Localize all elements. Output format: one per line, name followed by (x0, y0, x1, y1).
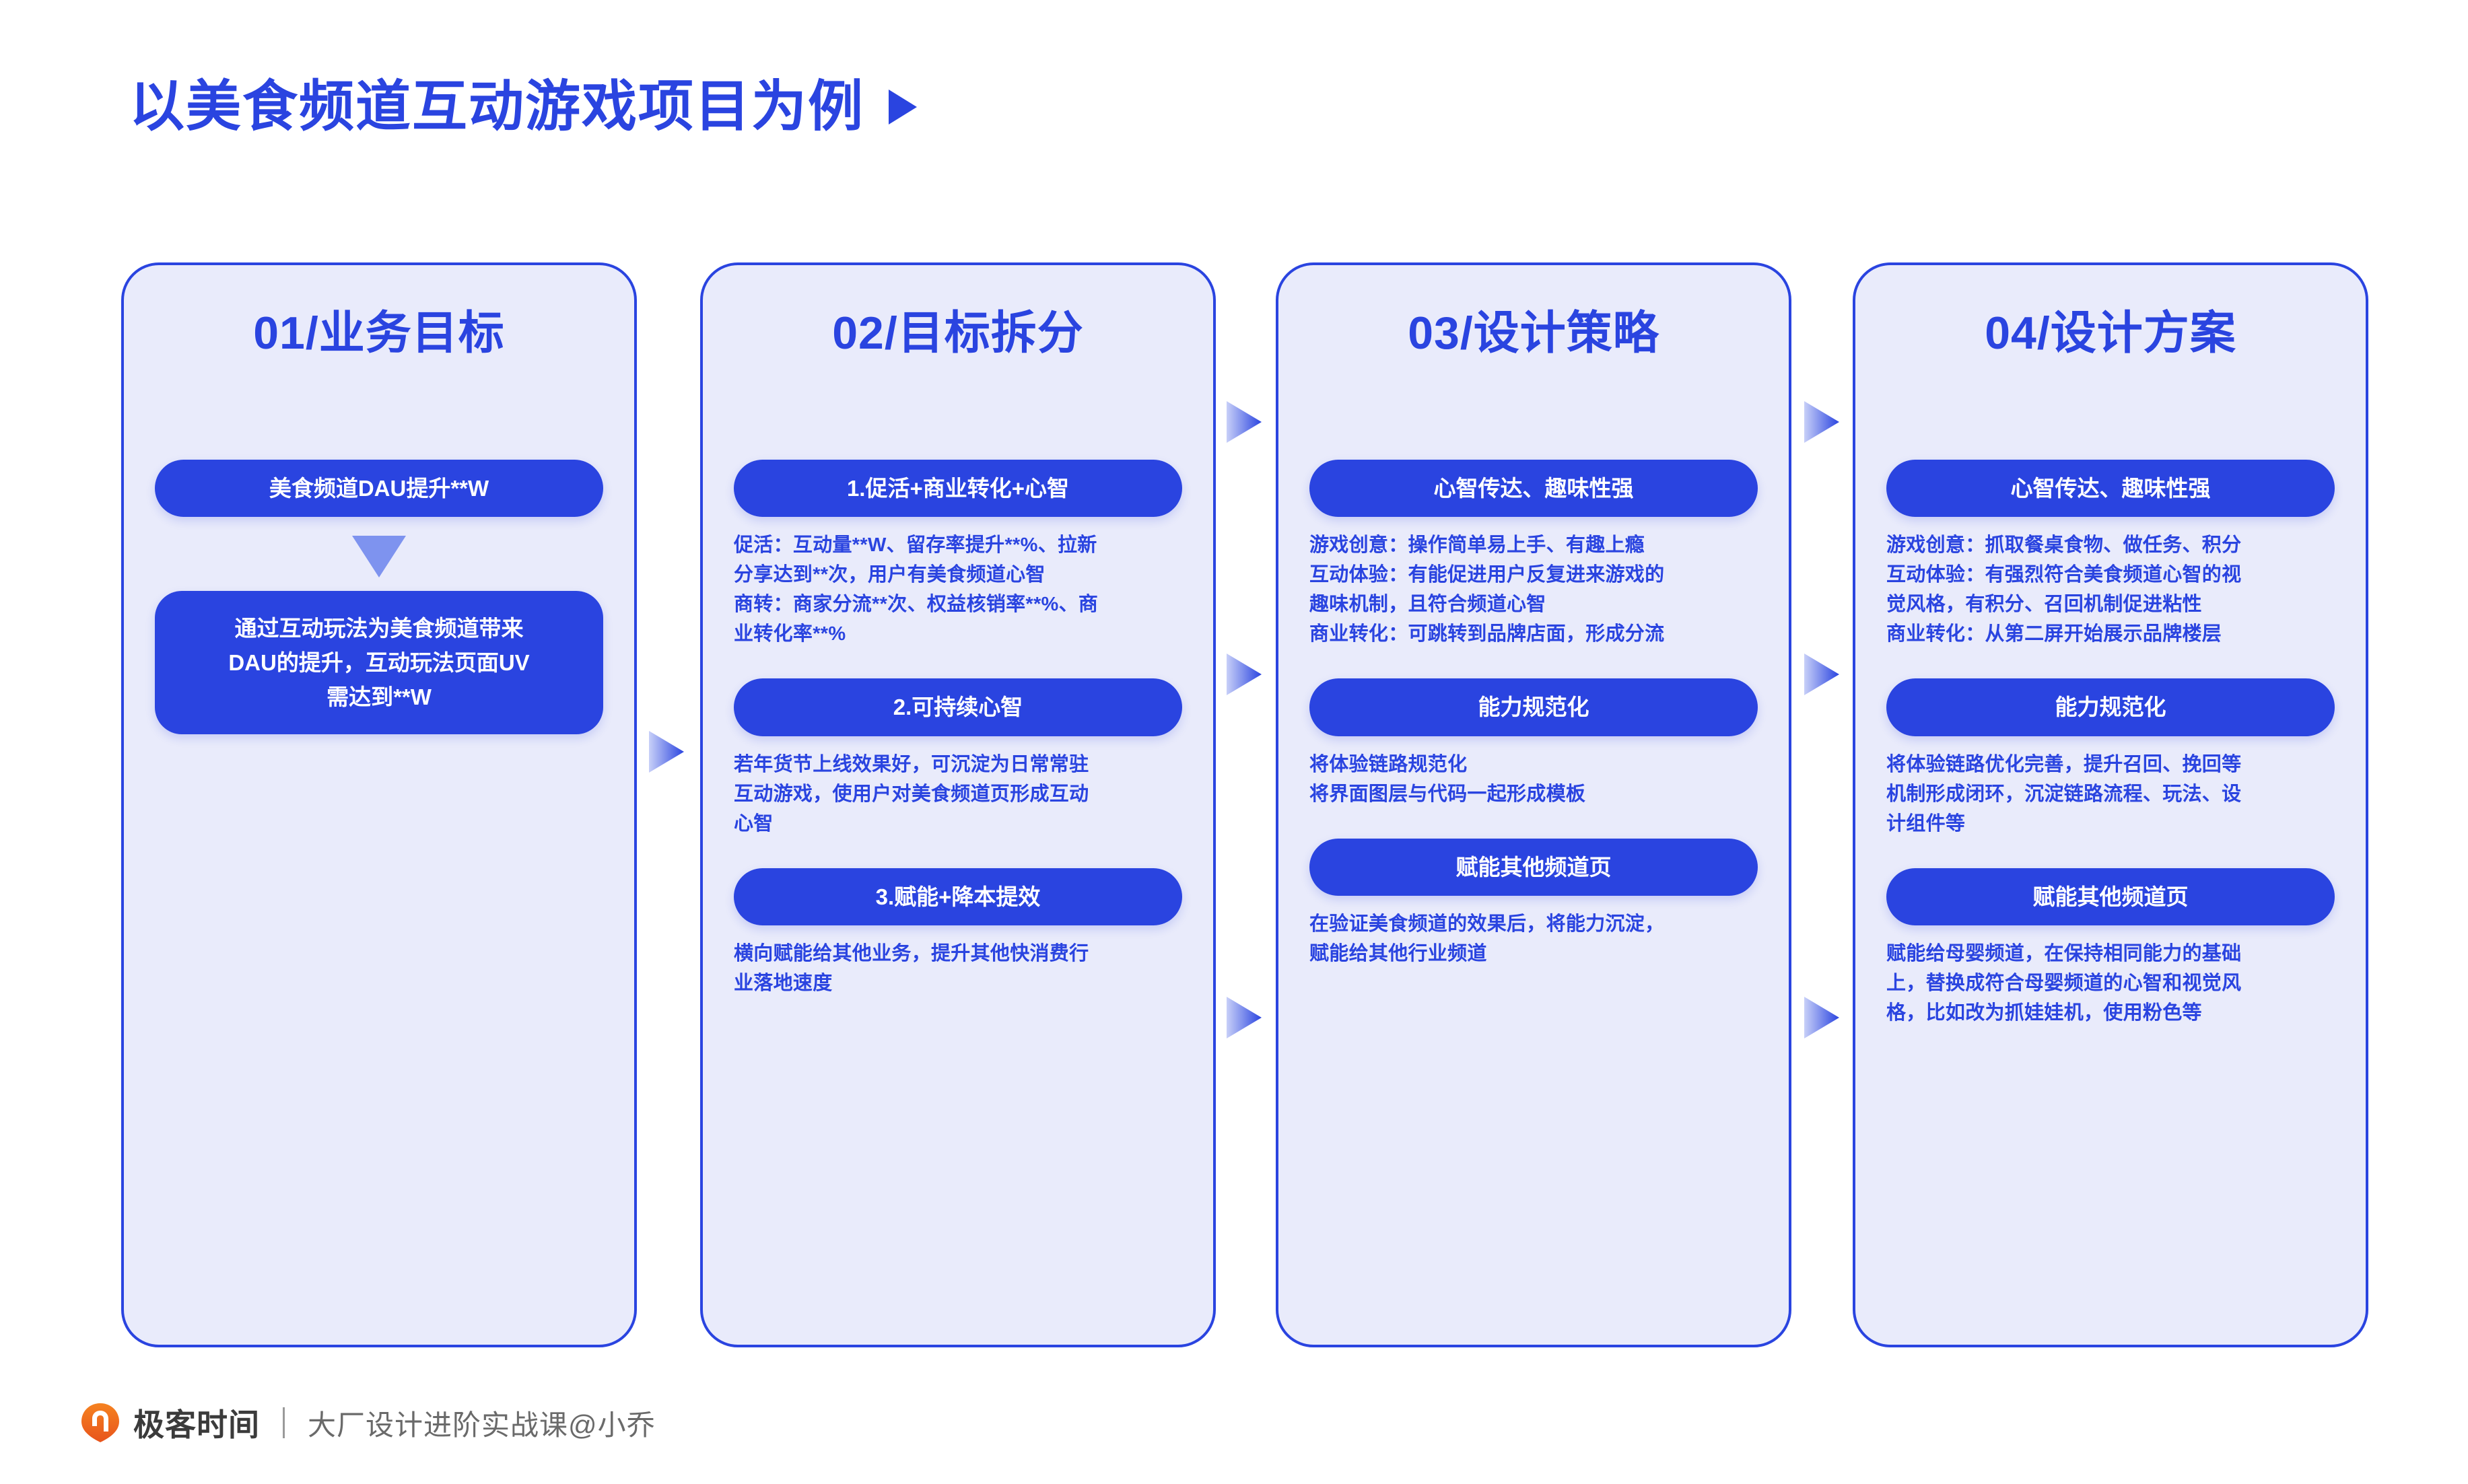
card-goal-breakdown[interactable]: 02/目标拆分 1.促活+商业转化+心智 促活：互动量**W、留存率提升**%、… (700, 262, 1216, 1347)
card-title: 02/目标拆分 (832, 308, 1084, 359)
card-title: 04/设计方案 (1985, 308, 2236, 359)
flow-board: 01/业务目标 美食频道DAU提升**W 通过互动玩法为美食频道带来 DAU的提… (0, 262, 2468, 1353)
arrow-right-icon (1802, 993, 1842, 1043)
group-pill[interactable]: 2.可持续心智 (734, 678, 1182, 736)
group-description: 将体验链路优化完善，提升召回、挽回等 机制形成闭环，沉淀链路流程、玩法、设 计组… (1886, 753, 2242, 835)
play-triangle-icon (889, 90, 918, 125)
group-item: 能力规范化 将体验链路规范化 将界面图层与代码一起形成模板 (1309, 678, 1758, 808)
card-design-strategy[interactable]: 03/设计策略 心智传达、趣味性强 游戏创意：操作简单易上手、有趣上瘾 互动体验… (1276, 262, 1791, 1347)
brand-name: 极客时间 (133, 1407, 260, 1442)
goal-pill[interactable]: 美食频道DAU提升**W (155, 459, 603, 518)
card-design-solution[interactable]: 04/设计方案 心智传达、趣味性强 游戏创意：抓取餐桌食物、做任务、积分 互动体… (1853, 262, 2368, 1347)
group-item: 2.可持续心智 若年货节上线效果好，可沉淀为日常常驻 互动游戏，使用户对美食频道… (734, 678, 1182, 838)
group-item: 赋能其他频道页 赋能给母婴频道，在保持相同能力的基础 上，替换成符合母婴频道的心… (1886, 868, 2335, 1028)
group-description: 促活：互动量**W、留存率提升**%、拉新 分享达到**次，用户有美食频道心智 … (734, 534, 1099, 645)
group-description: 将体验链路规范化 将界面图层与代码一起形成模板 (1309, 753, 1586, 805)
group-pill[interactable]: 能力规范化 (1886, 678, 2335, 736)
group-description: 游戏创意：操作简单易上手、有趣上瘾 互动体验：有能促进用户反复进来游戏的 趣味机… (1309, 534, 1665, 645)
group-pill[interactable]: 能力规范化 (1309, 678, 1758, 736)
group-pill[interactable]: 1.促活+商业转化+心智 (734, 459, 1182, 518)
footer-divider (283, 1407, 285, 1438)
card-business-goal[interactable]: 01/业务目标 美食频道DAU提升**W 通过互动玩法为美食频道带来 DAU的提… (121, 262, 637, 1347)
arrow-right-icon (1224, 397, 1264, 447)
group-pill[interactable]: 3.赋能+降本提效 (734, 868, 1182, 926)
chevron-down-icon (352, 536, 406, 578)
group-item: 赋能其他频道页 在验证美食频道的效果后，将能力沉淀， 赋能给其他行业频道 (1309, 838, 1758, 968)
group-description: 若年货节上线效果好，可沉淀为日常常驻 互动游戏，使用户对美食频道页形成互动 心智 (734, 753, 1089, 835)
card-title: 03/设计策略 (1408, 308, 1659, 359)
group-pill[interactable]: 心智传达、趣味性强 (1886, 459, 2335, 518)
arrow-right-icon (1224, 649, 1264, 699)
group-pill[interactable]: 赋能其他频道页 (1886, 868, 2335, 926)
group-item: 1.促活+商业转化+心智 促活：互动量**W、留存率提升**%、拉新 分享达到*… (734, 459, 1182, 649)
group-description: 赋能给母婴频道，在保持相同能力的基础 上，替换成符合母婴频道的心智和视觉风 格，… (1886, 943, 2242, 1024)
geekbang-logo-icon (79, 1402, 121, 1444)
arrow-right-icon (1802, 397, 1842, 447)
group-description: 在验证美食频道的效果后，将能力沉淀， 赋能给其他行业频道 (1309, 913, 1665, 965)
group-pill[interactable]: 心智传达、趣味性强 (1309, 459, 1758, 518)
group-item: 心智传达、趣味性强 游戏创意：抓取餐桌食物、做任务、积分 互动体验：有强烈符合美… (1886, 459, 2335, 649)
group-item: 3.赋能+降本提效 横向赋能给其他业务，提升其他快消费行 业落地速度 (734, 868, 1182, 998)
arrow-right-icon (1802, 649, 1842, 699)
footer: 极客时间 大厂设计进阶实战课@小乔 (79, 1401, 656, 1445)
page-title: 以美食频道互动游戏项目为例 (129, 76, 918, 137)
card-title: 01/业务目标 (253, 308, 505, 359)
arrow-right-icon (646, 727, 687, 777)
arrow-right-icon (1224, 993, 1264, 1043)
page-title-text: 以美食频道互动游戏项目为例 (129, 76, 865, 137)
group-item: 能力规范化 将体验链路优化完善，提升召回、挽回等 机制形成闭环，沉淀链路流程、玩… (1886, 678, 2335, 838)
group-description: 横向赋能给其他业务，提升其他快消费行 业落地速度 (734, 943, 1089, 995)
group-description: 游戏创意：抓取餐桌食物、做任务、积分 互动体验：有强烈符合美食频道心智的视 觉风… (1886, 534, 2242, 645)
group-item: 心智传达、趣味性强 游戏创意：操作简单易上手、有趣上瘾 互动体验：有能促进用户反… (1309, 459, 1758, 649)
goal-statement-box: 通过互动玩法为美食频道带来 DAU的提升，互动玩法页面UV 需达到**W (155, 591, 603, 735)
course-name: 大厂设计进阶实战课@小乔 (308, 1409, 656, 1441)
group-pill[interactable]: 赋能其他频道页 (1309, 838, 1758, 896)
